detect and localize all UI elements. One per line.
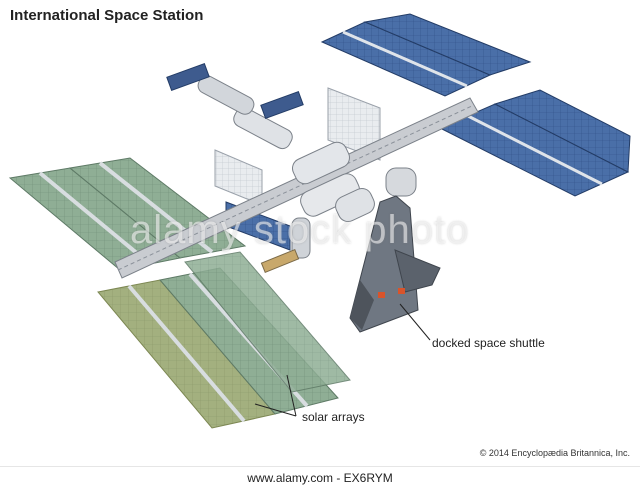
watermark: alamy stock photo [130,208,470,252]
solar-panel [493,89,631,173]
right-solar-array-group [320,13,631,197]
footer-text[interactable]: www.alamy.com - EX6RYM [247,471,393,485]
copyright: © 2014 Encyclopædia Britannica, Inc. [479,448,630,458]
page-title: International Space Station [10,7,204,24]
solar-panel [363,13,532,76]
shuttle-leader-line [399,303,431,341]
shuttle-label: docked space shuttle [432,336,545,350]
solar-leader-line [254,403,297,417]
solar-arrays-label: solar arrays [302,410,365,424]
left-solar-array-group [8,157,351,429]
solar-leader-line [286,374,297,417]
pressurized-modules [166,62,417,274]
solar-panel [184,251,351,393]
main-truss [114,97,479,279]
footer-bar: www.alamy.com - EX6RYM [0,466,640,489]
space-shuttle [349,195,441,333]
